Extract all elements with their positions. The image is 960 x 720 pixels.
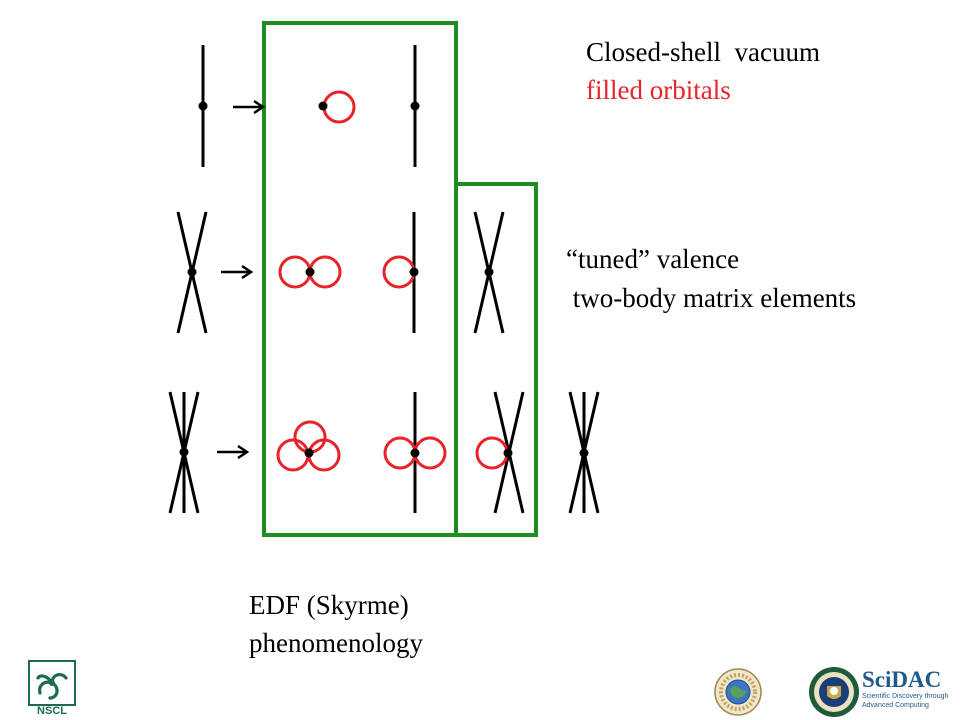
scidac-title: SciDAC: [862, 667, 942, 692]
filled-orbital-loop: [276, 438, 310, 472]
two-body-label: two-body matrix elements: [566, 283, 857, 313]
scidac-tagline-2: Advanced Computing: [862, 702, 929, 709]
filled-orbitals-label: filled orbitals: [586, 75, 731, 105]
vertex-dot: [409, 267, 419, 277]
tuned-valence-label: “tuned” valence: [566, 244, 740, 274]
vertex-dot: [410, 448, 420, 458]
vertex-dot: [410, 101, 420, 111]
vertex-dot: [179, 447, 189, 457]
vertex-dot: [304, 448, 314, 458]
nscl-spiral-icon: [28, 660, 76, 706]
edf-label: EDF (Skyrme): [249, 590, 409, 620]
scidac-tagline-1: Scientific Discovery through: [862, 693, 949, 700]
nscl-logo: NSCL: [28, 660, 76, 718]
nscl-caption: NSCL: [37, 705, 67, 717]
edf-box: [262, 21, 458, 537]
vertex-dot: [579, 448, 589, 458]
arrow-icon: [221, 264, 254, 280]
arrow-icon: [217, 444, 250, 460]
nsf-seal-logo: [714, 668, 762, 716]
vertex-dot: [187, 267, 197, 277]
vertex-dot: [305, 267, 315, 277]
vertex-dot: [503, 448, 513, 458]
phenomenology-label: phenomenology: [249, 628, 423, 658]
arrow-icon: [233, 99, 266, 115]
filled-orbital-loop: [475, 436, 509, 470]
filled-orbital-loop: [322, 90, 356, 124]
vertex-dot: [198, 101, 208, 111]
vertex-dot: [484, 267, 494, 277]
closed-shell-label: Closed-shell vacuum: [586, 37, 820, 67]
valence-box: [454, 182, 538, 537]
doe-seal-logo: [809, 667, 859, 717]
scidac-logo: SciDAC Scientific Discovery through Adva…: [862, 668, 960, 720]
vertex-dot: [318, 101, 328, 111]
